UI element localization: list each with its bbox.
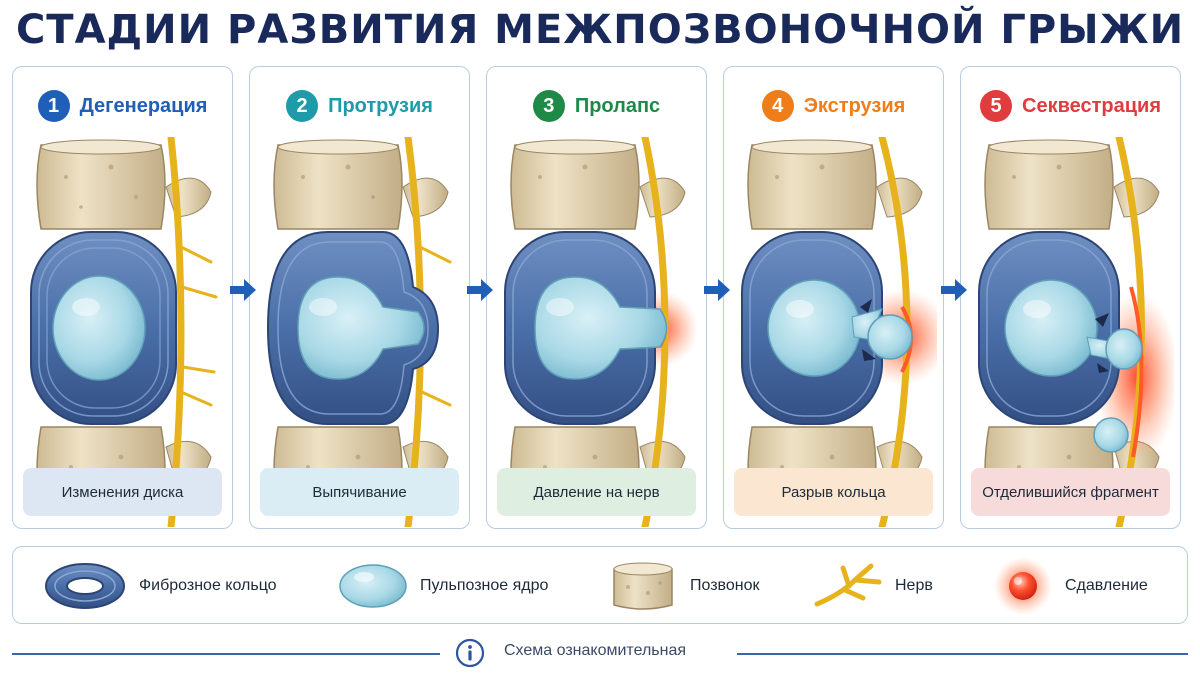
- stage-panel-2: 2 Протрузия Выпячивание: [249, 66, 470, 529]
- stage-caption-2: Выпячивание: [260, 468, 459, 516]
- legend-label: Фиброзное кольцо: [139, 577, 277, 595]
- stage-caption-5: Отделившийся фрагмент: [971, 468, 1170, 516]
- legend-label: Позвонок: [690, 577, 760, 595]
- nucleus-icon: [338, 562, 408, 610]
- footer-note: Схема ознакомительная: [504, 642, 686, 660]
- footer: Схема ознакомительная: [0, 632, 1200, 672]
- stage-header-5: 5 Секвестрация: [961, 89, 1180, 123]
- stage-panel-4: 4 Экструзия Разрыв кольца: [723, 66, 944, 529]
- stage-name-3: Пролапс: [575, 95, 660, 118]
- legend-item-nerve: Нерв: [813, 547, 933, 625]
- legend-label: Пульпозное ядро: [420, 577, 548, 595]
- stage-number-1: 1: [38, 90, 70, 122]
- legend-label: Нерв: [895, 577, 933, 595]
- compression-icon: [993, 556, 1053, 616]
- stage-panel-1: 1 Дегенерация Изменения диска: [12, 66, 233, 529]
- stage-caption-3: Давление на нерв: [497, 468, 696, 516]
- info-icon: [455, 638, 485, 668]
- legend: Фиброзное кольцо Пульпозное ядро Позвоно…: [12, 546, 1188, 624]
- legend-item-compression: Сдавление: [993, 547, 1148, 625]
- stage-name-4: Экструзия: [804, 95, 906, 118]
- stage-number-2: 2: [286, 90, 318, 122]
- stage-number-5: 5: [980, 90, 1012, 122]
- legend-item-nucleus: Пульпозное ядро: [338, 547, 548, 625]
- legend-item-fibrous-ring: Фиброзное кольцо: [43, 547, 277, 625]
- vertebra-icon: [608, 559, 678, 613]
- arrow-right-icon: [465, 277, 495, 303]
- legend-item-vertebra: Позвонок: [608, 547, 760, 625]
- stage-panel-3: 3 Пролапс Давление на нерв: [486, 66, 707, 529]
- arrow-right-icon: [702, 277, 732, 303]
- fibrous-ring-icon: [43, 560, 127, 612]
- arrow-right-icon: [939, 277, 969, 303]
- stage-header-4: 4 Экструзия: [724, 89, 943, 123]
- footer-divider-left: [12, 653, 440, 655]
- stage-caption-4: Разрыв кольца: [734, 468, 933, 516]
- legend-label: Сдавление: [1065, 577, 1148, 595]
- stage-number-4: 4: [762, 90, 794, 122]
- stage-name-2: Протрузия: [328, 95, 433, 118]
- stage-panel-5: 5 Секвестрация Отделившийся фрагмент: [960, 66, 1181, 529]
- stage-header-1: 1 Дегенерация: [13, 89, 232, 123]
- page-title: СТАДИИ РАЗВИТИЯ МЕЖПОЗВОНОЧНОЙ ГРЫЖИ: [0, 2, 1200, 58]
- nerve-icon: [813, 560, 883, 612]
- stage-name-1: Дегенерация: [80, 95, 208, 118]
- footer-divider-right: [737, 653, 1188, 655]
- stage-header-3: 3 Пролапс: [487, 89, 706, 123]
- stage-number-3: 3: [533, 90, 565, 122]
- stage-name-5: Секвестрация: [1022, 95, 1161, 118]
- stage-caption-1: Изменения диска: [23, 468, 222, 516]
- stage-header-2: 2 Протрузия: [250, 89, 469, 123]
- arrow-right-icon: [228, 277, 258, 303]
